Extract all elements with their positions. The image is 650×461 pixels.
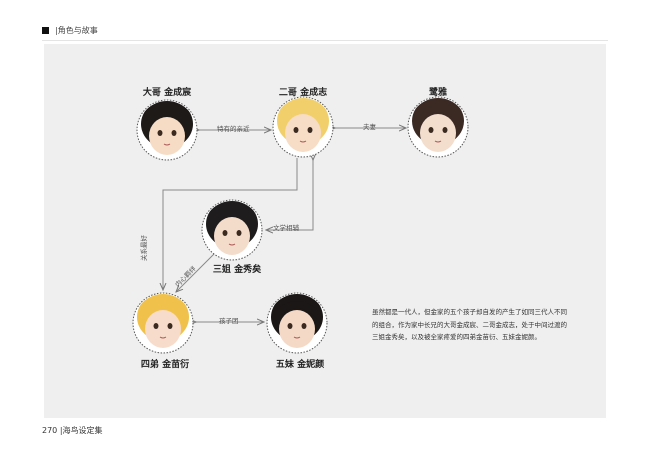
relation-label: 文学相辅 xyxy=(273,224,299,232)
character-name: 大哥 金成宸 xyxy=(142,88,192,98)
relation-label: 特有的亲近 xyxy=(217,125,250,133)
relation-label: 夫妻 xyxy=(363,123,376,131)
section-title: |角色与故事 xyxy=(55,26,98,35)
character-name: 四弟 金苗衍 xyxy=(140,360,190,370)
page-footer: 270 |海鸟设定集 xyxy=(42,425,103,436)
character-name: 鹭雅 xyxy=(428,88,448,98)
square-bullet-icon xyxy=(42,27,49,34)
character-avatar xyxy=(407,96,469,158)
character-name: 三姐 金秀矣 xyxy=(212,265,262,275)
character-avatar xyxy=(266,292,328,354)
page-number: 270 xyxy=(42,426,58,435)
section-header: |角色与故事 xyxy=(42,25,98,36)
character-avatar xyxy=(132,292,194,354)
character-name: 二哥 金成志 xyxy=(278,88,328,98)
book-title: |海鸟设定集 xyxy=(59,426,103,435)
character-avatar xyxy=(201,199,263,261)
header-divider xyxy=(42,40,608,41)
relation-label: 孩子团 xyxy=(219,317,239,325)
character-name: 五妹 金妮颜 xyxy=(275,360,325,370)
edge-r4 xyxy=(266,160,313,230)
description-text: 虽然都是一代人，但金家的五个孩子却自发的产生了如同三代人不同的组合，作为家中长兄… xyxy=(372,308,567,341)
edge-r5 xyxy=(176,253,215,292)
relation-label: 关系最好 xyxy=(140,235,148,261)
character-avatar xyxy=(136,99,198,161)
character-avatar xyxy=(272,96,334,158)
